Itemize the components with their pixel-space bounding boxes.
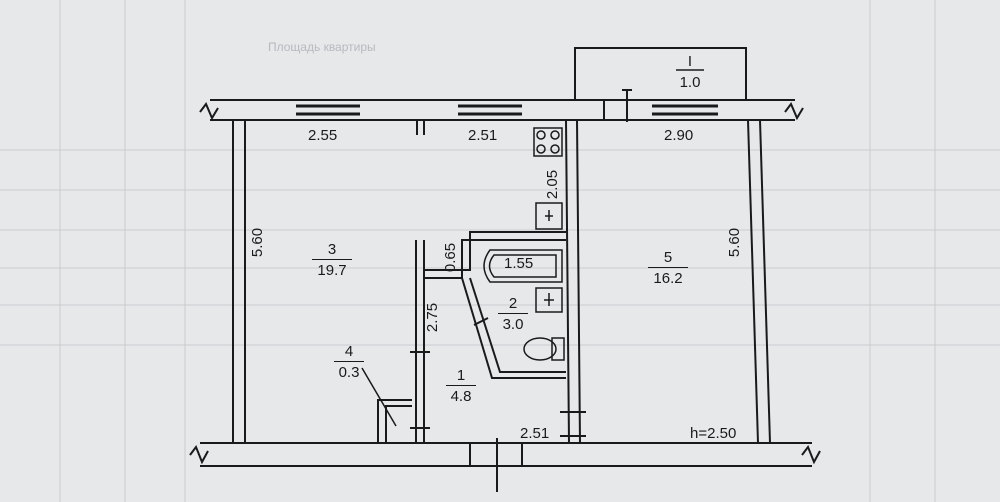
windows [296,104,718,116]
dim-hall-depth: 2.75 [424,302,442,333]
room-3-label: 3 19.7 [312,242,352,278]
dim-right-height: 5.60 [726,227,744,258]
room-4-area: 0.3 [334,361,364,380]
room-3-area: 19.7 [312,259,352,278]
bathroom-sink [535,287,563,313]
stove [533,127,563,157]
room-4-label: 4 0.3 [334,344,364,380]
room-2-number: 2 [508,295,518,312]
dim-bath-width: 1.55 [504,255,534,272]
room-5-area: 16.2 [648,267,688,286]
room-4-number: 4 [344,343,354,360]
dim-kitchen-depth: 2.05 [544,169,562,200]
background-form-header: Площадь квартиры [268,40,376,54]
dim-left-height: 5.60 [249,227,267,258]
dim-top-mid: 2.51 [468,127,498,144]
room-3-number: 3 [327,241,337,258]
room-5-label: 5 16.2 [648,250,688,286]
walls [189,47,821,467]
room-5-number: 5 [663,249,673,266]
room-I-area: 1.0 [679,74,701,91]
bathtub [483,249,563,283]
room-I-number: I [687,53,693,70]
toilet [523,337,565,361]
ceiling-height-label: h=2.50 [690,425,737,442]
room-2-label: 2 3.0 [498,296,528,332]
dim-top-right: 2.90 [664,127,694,144]
room-1-area: 4.8 [446,385,476,404]
dim-top-left: 2.55 [308,127,338,144]
room-2-area: 3.0 [498,313,528,332]
room-I-label: I 1.0 [676,54,704,90]
dim-bottom-hall: 2.51 [520,425,550,442]
kitchen-sink [535,202,563,230]
balcony-door [603,89,632,122]
entrance-door [469,438,523,492]
dim-bath-gap: 0.65 [442,242,460,273]
room-1-number: 1 [456,367,466,384]
room-4-leader [361,367,397,427]
room-1-label: 1 4.8 [446,368,476,404]
door-ticks [410,317,586,437]
